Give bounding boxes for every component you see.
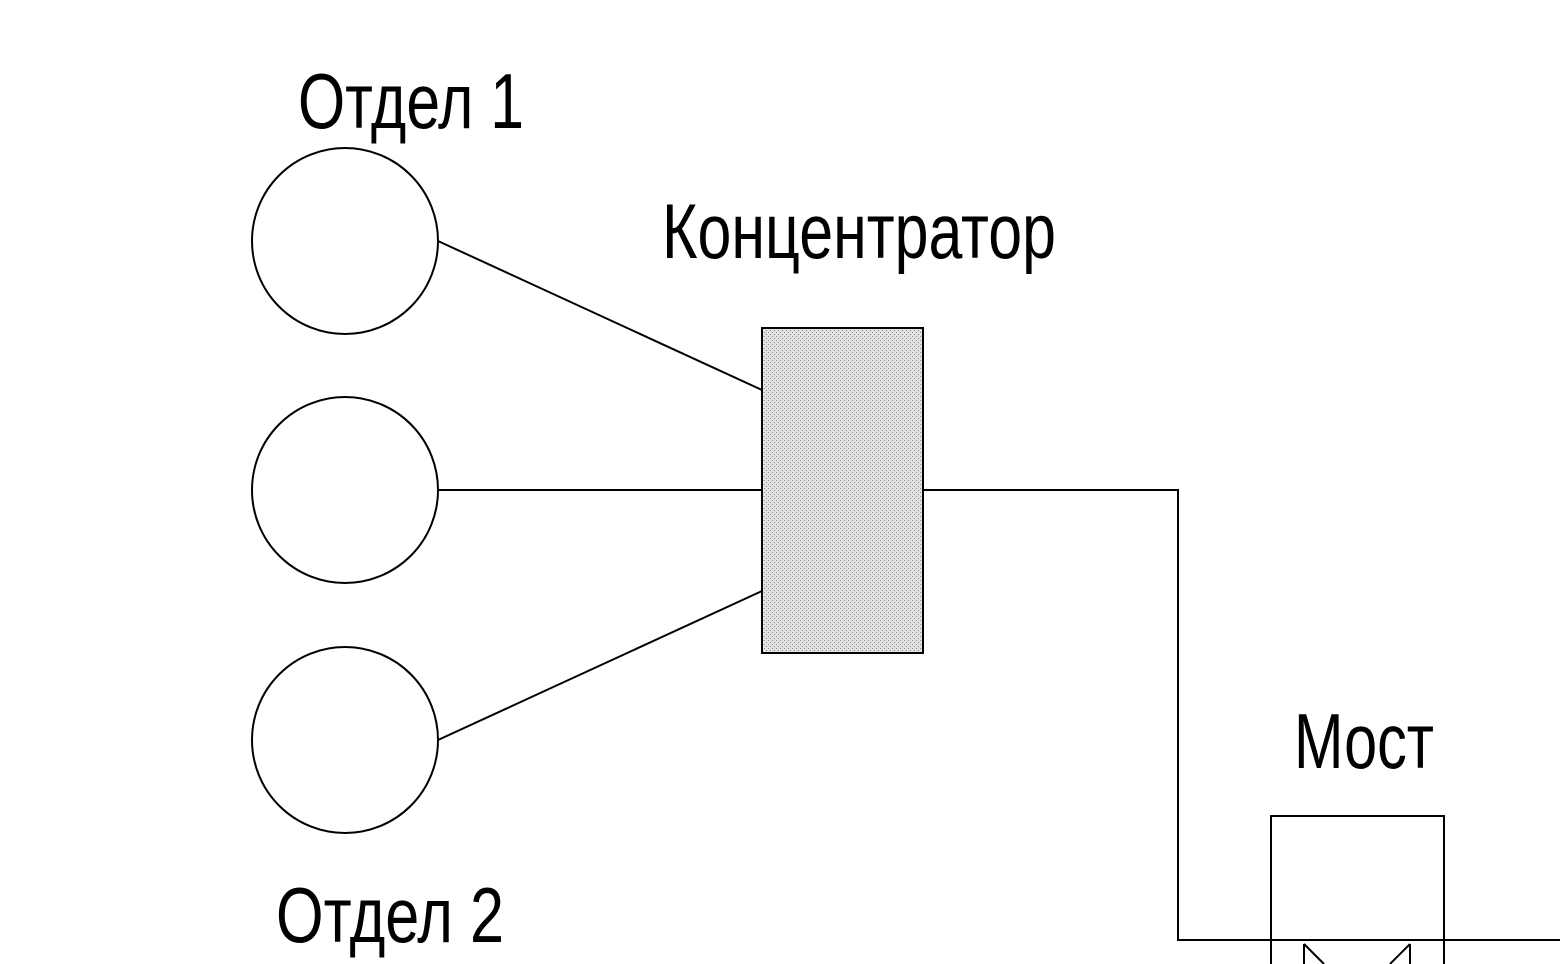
hub-box bbox=[761, 327, 924, 654]
hub-label: Концентратор bbox=[662, 187, 1056, 275]
workstation-1 bbox=[251, 147, 439, 335]
bridge-box bbox=[1270, 815, 1445, 964]
dept1-label: Отдел 1 bbox=[298, 57, 524, 145]
link-workstation1-hub bbox=[437, 240, 763, 391]
dept2-label: Отдел 2 bbox=[276, 871, 504, 959]
workstation-2 bbox=[251, 396, 439, 584]
bridge-label: Мост bbox=[1294, 697, 1434, 785]
link-hub-backbone bbox=[923, 489, 1560, 941]
workstation-3 bbox=[251, 646, 439, 834]
link-workstation3-hub bbox=[437, 590, 763, 741]
